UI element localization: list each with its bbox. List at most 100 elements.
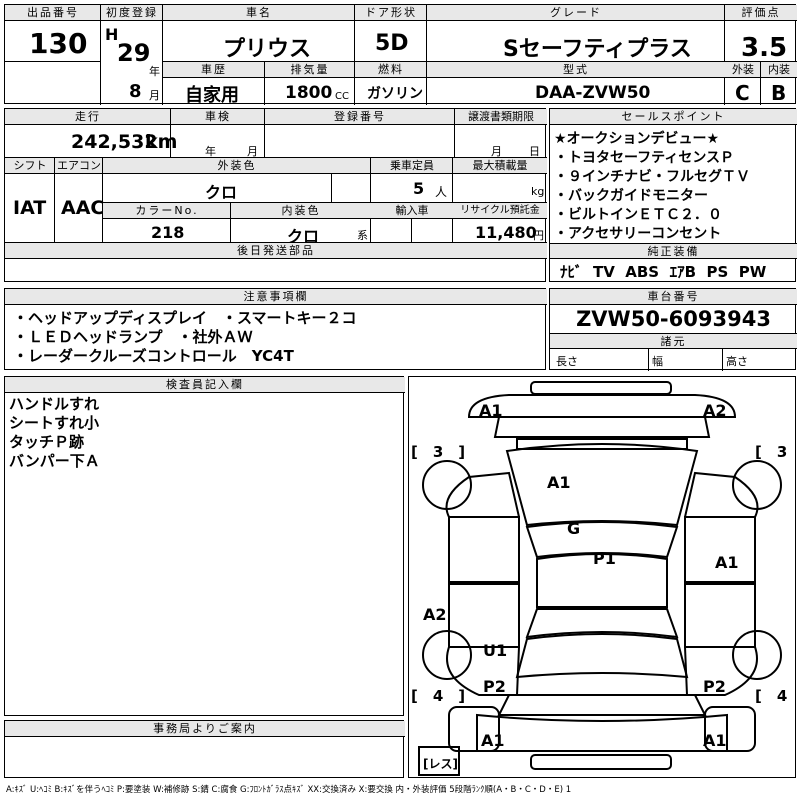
inspection-label: 車検 — [171, 109, 265, 125]
model-label: 型式 — [427, 62, 725, 78]
mark-rl-corner: A1 — [481, 731, 505, 750]
reg-no-label: 登録番号 — [265, 109, 455, 125]
inspector-line: シートすれ小 — [9, 414, 100, 432]
capacity-label: 乗車定員 — [371, 158, 453, 174]
history: 自家用 — [185, 85, 239, 106]
color: クロ — [205, 183, 238, 202]
specs-label: 諸元 — [550, 333, 797, 349]
fuel-label: 燃料 — [355, 62, 427, 78]
shift: IAT — [13, 197, 47, 219]
note-line: ・レーダークルーズコントロール YC4T — [13, 347, 294, 365]
grade-label: グレード — [427, 5, 725, 21]
chassis-number: ZVW50-6093943 — [576, 307, 771, 331]
score-label: 評価点 — [725, 5, 797, 21]
equip-item: ｴｱB — [669, 263, 697, 281]
door-label: ドア形状 — [355, 5, 427, 21]
mark-right-rear: [ 4 ] — [755, 687, 800, 705]
mark-right-front: [ 3 ] — [755, 443, 800, 461]
color-no: 218 — [151, 223, 185, 242]
model: DAA-ZVW50 — [535, 83, 651, 103]
mark-right-quarter: P2 — [703, 677, 726, 696]
equip-item: TV — [592, 263, 615, 281]
recycle-unit: 円 — [533, 229, 544, 242]
sales-block: セールスポイント ★オークションデビュー★ ・トヨタセーフティセンスＰ ・９イン… — [549, 108, 797, 282]
sales-points-list: ★オークションデビュー★ ・トヨタセーフティセンスＰ ・９インチナビ・フルセグＴ… — [554, 130, 750, 244]
header-block: 出品番号 初度登録 車名 ドア形状 グレード 評価点 130 H 29 年 8 … — [4, 4, 797, 106]
mark-fl-corner: A1 — [479, 401, 503, 420]
notes-block: 注意事項欄 ・ヘッドアップディスプレイ ・スマートキー２コ ・ＬＥＤヘッドランプ… — [4, 288, 547, 370]
car-name: プリウス — [223, 37, 312, 62]
transfer-month: 月 — [491, 145, 502, 158]
spec-height: 高さ — [726, 355, 748, 368]
inspection-year: 年 — [205, 145, 216, 158]
fuel: ガソリン — [367, 86, 423, 102]
sales-point: ★オークションデビュー★ — [554, 131, 720, 147]
aircon: AAC — [61, 197, 105, 219]
displacement: 1800 — [285, 83, 333, 103]
mark-right-door: A1 — [715, 553, 739, 572]
inspector-line: ハンドルすれ — [9, 395, 100, 413]
reg-year: 29 — [117, 39, 151, 67]
inspector-notes: ハンドルすれ シートすれ小 タッチＰ跡 バンパー下Ａ — [9, 395, 100, 471]
interior-grade: B — [771, 81, 787, 105]
lot-label: 出品番号 — [5, 5, 101, 21]
sales-point: ・ビルトインＥＴＣ２．０ — [554, 207, 722, 223]
inspector-line: タッチＰ跡 — [9, 433, 85, 451]
spec-width: 幅 — [652, 355, 663, 368]
inspector-block: 検査員記入欄 ハンドルすれ シートすれ小 タッチＰ跡 バンパー下Ａ — [4, 376, 405, 716]
capacity-unit: 人 — [435, 185, 448, 199]
mark-hood: A1 — [547, 473, 571, 492]
mark-fr-corner: A2 — [703, 401, 727, 420]
year-unit: 年 — [149, 65, 160, 78]
mark-spare: [レス] — [423, 757, 458, 771]
inspector-line: バンパー下Ａ — [9, 452, 100, 470]
car-diagram: A1 A2 [ 3 ] [ 3 ] A1 G P1 A1 A2 U1 P2 P2… — [408, 376, 800, 778]
note-line: ・ヘッドアップディスプレイ ・スマートキー２コ — [13, 309, 357, 327]
sales-point: ・トヨタセーフティセンスＰ — [554, 150, 735, 166]
mileage-unit: km — [145, 131, 178, 153]
mark-rr-corner: A1 — [703, 731, 727, 750]
notes-list: ・ヘッドアップディスプレイ ・スマートキー２コ ・ＬＥＤヘッドランプ ・社外ＡＷ… — [13, 309, 357, 366]
note-line: ・ＬＥＤヘッドランプ ・社外ＡＷ — [13, 328, 253, 346]
grade: Sセーフティプラス — [503, 37, 692, 62]
equipment-list: ﾅﾋﾞ TV ABS ｴｱB PS PW — [560, 261, 766, 282]
max-load-label: 最大積載量 — [453, 158, 547, 174]
lot-number: 130 — [29, 27, 88, 60]
color-no-label: カラーNo. — [103, 203, 231, 219]
recycle-label: リサイクル預託金 — [453, 203, 547, 219]
era: H — [105, 25, 119, 44]
recycle: 11,480 — [475, 223, 537, 242]
car-name-label: 車名 — [163, 5, 355, 21]
interior-label: 内装 — [761, 62, 797, 78]
inspection-month: 月 — [247, 145, 258, 158]
first-reg-label: 初度登録 — [101, 5, 163, 21]
displacement-label: 排気量 — [265, 62, 355, 78]
int-color-unit: 系 — [357, 229, 368, 242]
mark-left-rear: [ 4 ] — [411, 687, 466, 705]
mark-left-rear-door: U1 — [483, 641, 508, 660]
aircon-label: エアコン — [55, 158, 103, 174]
score: 3.5 — [741, 33, 788, 63]
int-color: クロ — [287, 227, 320, 246]
mark-left-quarter: P2 — [483, 677, 506, 696]
reg-month: 8 — [129, 81, 142, 102]
sales-points-label: セールスポイント — [550, 109, 797, 125]
history-label: 車歴 — [163, 62, 265, 78]
equip-item: PS — [706, 263, 729, 281]
standard-equip-label: 純正装備 — [550, 243, 797, 259]
month-unit: 月 — [149, 89, 160, 102]
legend: A:ｷｽﾞ U:ﾍｺﾐ B:ｷｽﾞを伴うﾍｺﾐ P:要塗装 W:補修跡 S:錆 … — [6, 785, 572, 795]
import-label: 輸入車 — [371, 203, 453, 219]
office-label: 事務局よりご案内 — [5, 721, 405, 737]
inspector-label: 検査員記入欄 — [5, 377, 405, 393]
equip-item: ﾅﾋﾞ — [560, 263, 583, 281]
car-outline — [418, 381, 782, 776]
notes-label: 注意事項欄 — [5, 289, 547, 305]
chassis-block: 車台番号 ZVW50-6093943 諸元 長さ 幅 高さ — [549, 288, 797, 371]
mark-left-door: A2 — [423, 605, 447, 624]
later-parts-label: 後日発送部品 — [5, 243, 547, 259]
sales-point: ・バックガイドモニター — [554, 188, 708, 204]
office-block: 事務局よりご案内 — [4, 720, 405, 778]
int-color-label: 内装色 — [231, 203, 371, 219]
exterior-label: 外装 — [725, 62, 761, 78]
